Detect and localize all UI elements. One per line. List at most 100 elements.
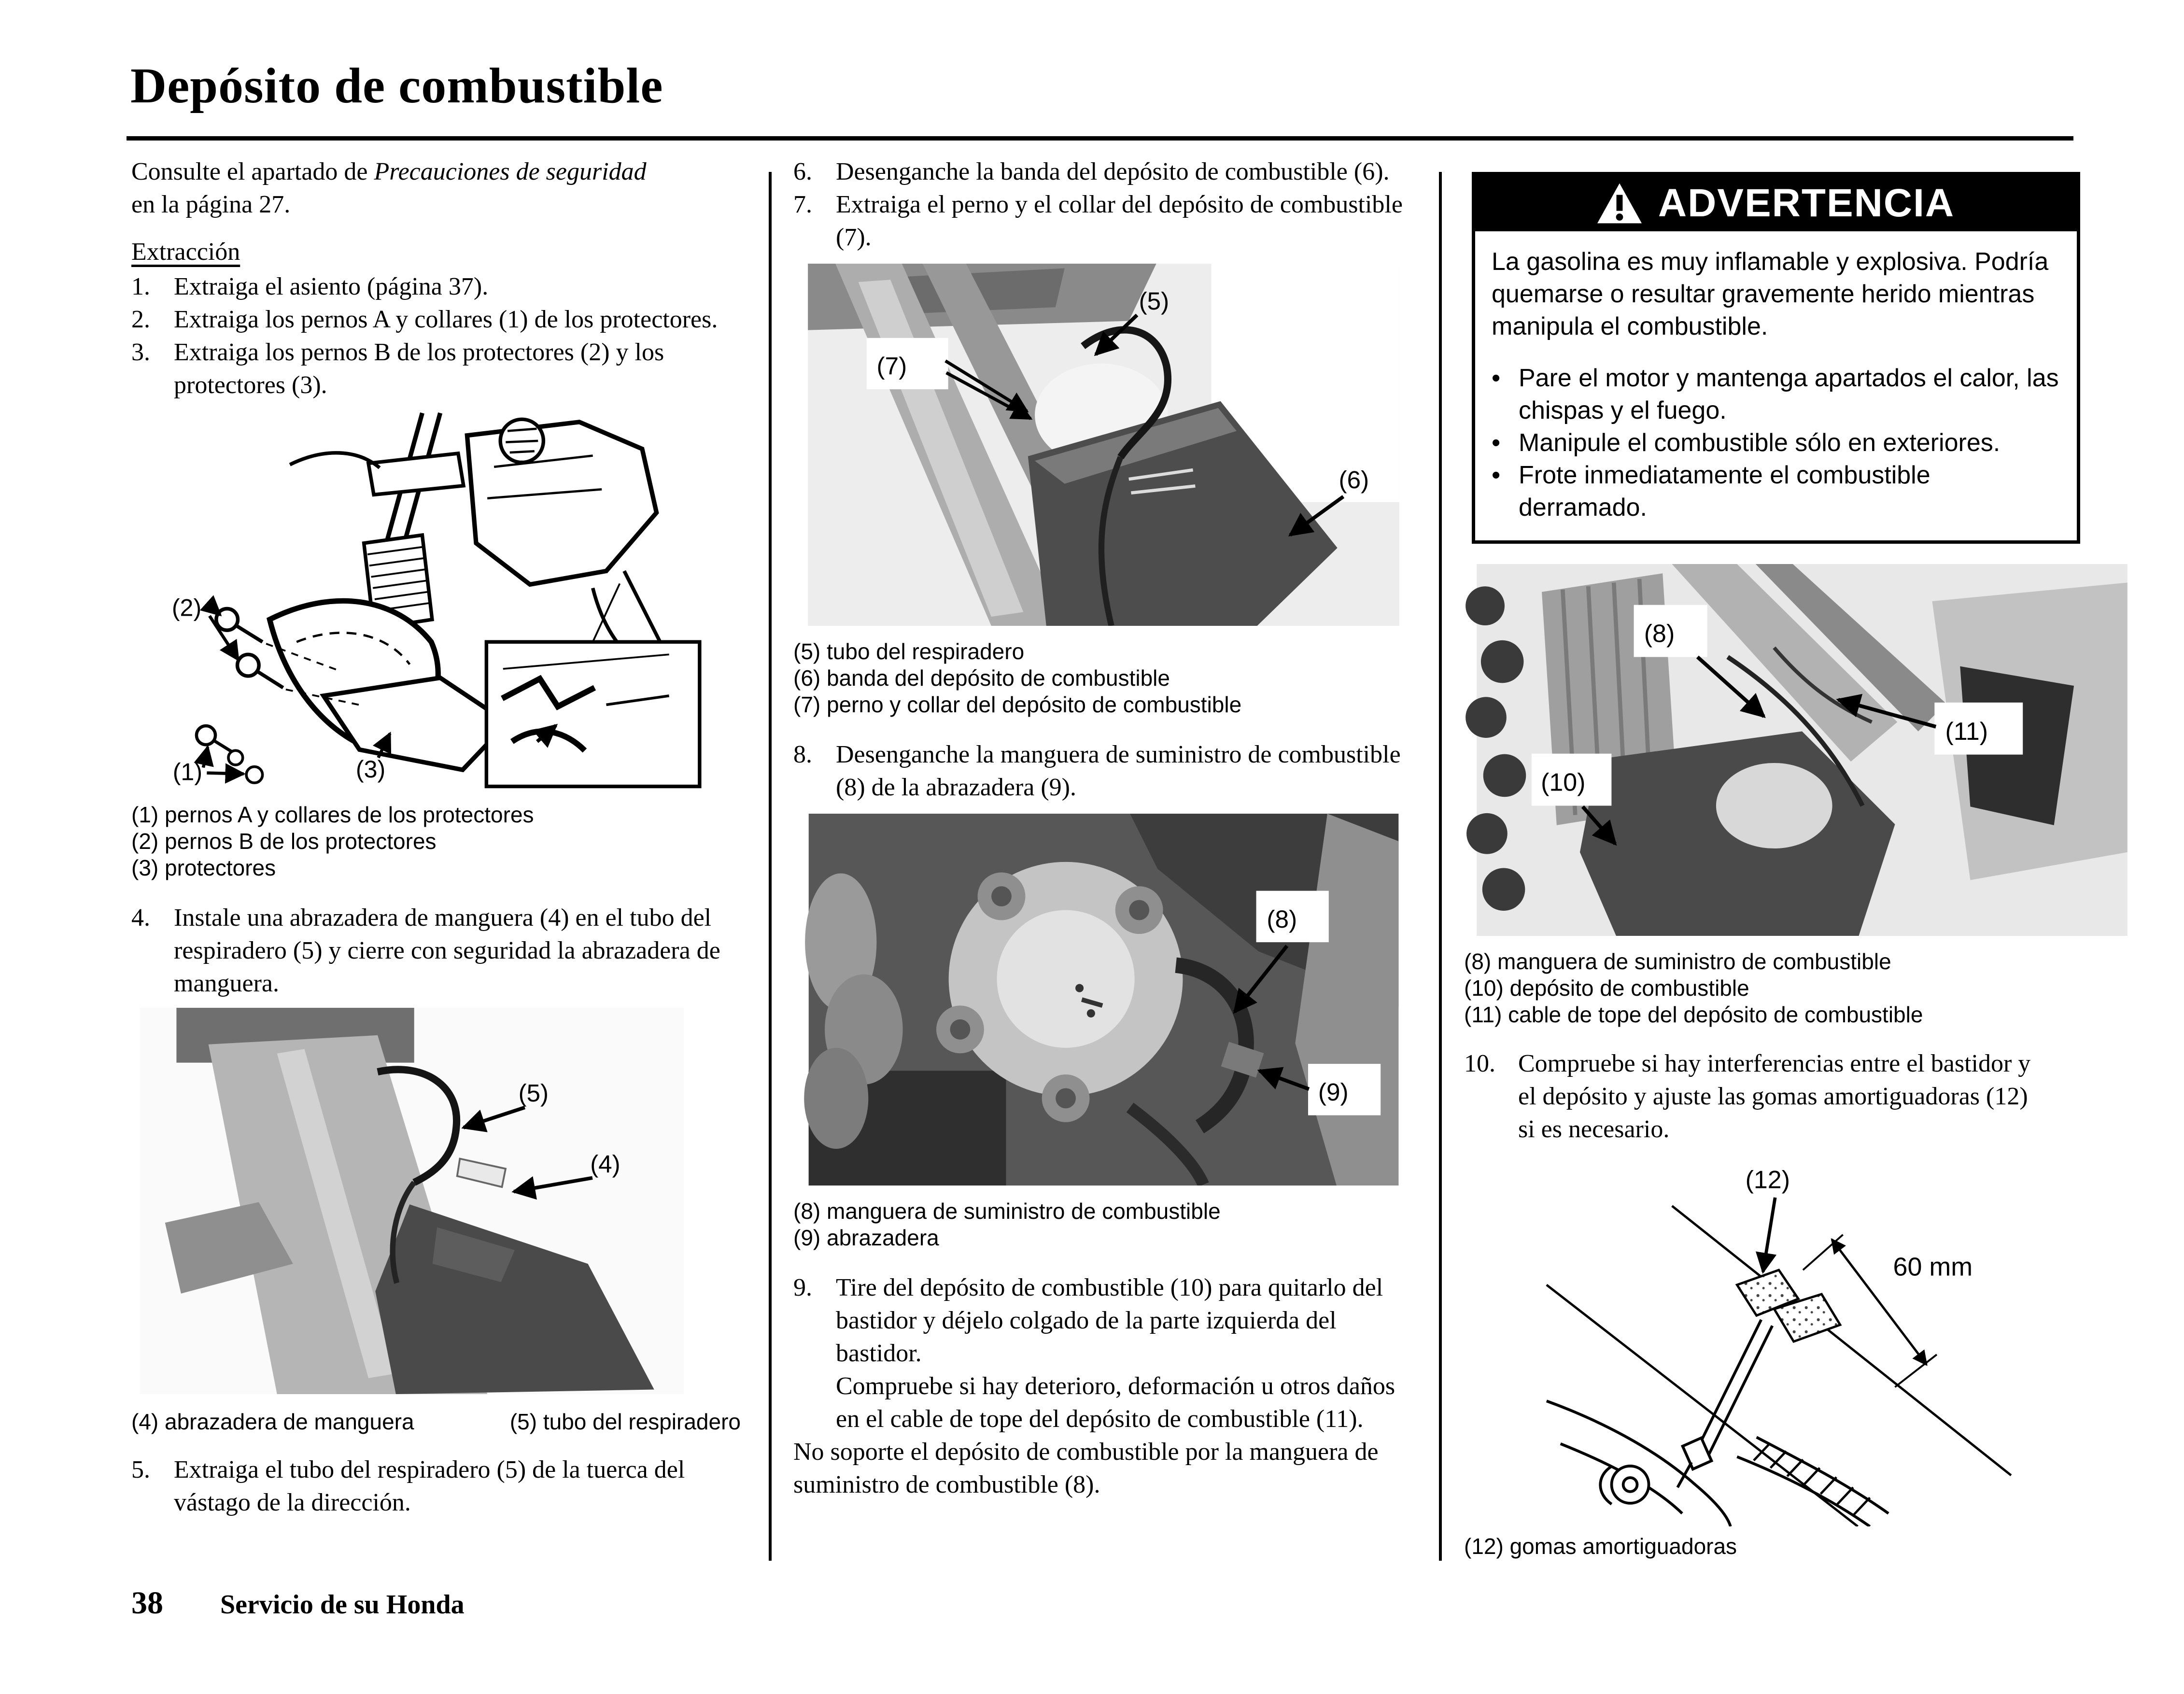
title-rule: [127, 136, 2073, 141]
column-divider-1: [769, 172, 772, 1561]
fig5-caption-11: (11) cable de tope del depósito de combu…: [1464, 1002, 1923, 1027]
breather-tube-photo: (5) (4): [140, 1008, 684, 1394]
fig5-callout-10: (10): [1541, 769, 1585, 797]
step-3-text: Extraiga los pernos B de los protectores…: [174, 339, 664, 399]
fig6-dimension-label: 60 mm: [1893, 1253, 1973, 1282]
fig1-callout-2: (2): [172, 594, 201, 621]
fig1-caption-1: (1) pernos A y collares de los protector…: [131, 802, 534, 827]
fig1-caption-2: (2) pernos B de los protectores: [131, 829, 437, 854]
step-5: 5. Extraiga el tubo del respiradero (5) …: [131, 1454, 754, 1519]
fig5-caption-10: (10) depósito de combustible: [1464, 975, 1749, 1001]
step-2-text: Extraiga los pernos A y collares (1) de …: [174, 306, 718, 333]
fig2-caption-4: (4) abrazadera de manguera: [131, 1409, 414, 1434]
note-no-support: No soporte el depósito de combustible po…: [793, 1438, 1379, 1498]
warning-bullet-3: • Frote inmediatamente el combustible de…: [1492, 459, 2060, 524]
steps-1-3: 1. Extraiga el asiento (página 37). 2. E…: [131, 270, 754, 402]
step-6-number: 6.: [793, 158, 812, 185]
fuel-pump-hose-photo: (8) (9): [804, 814, 1399, 1186]
step-10-number: 10.: [1464, 1050, 1495, 1077]
fig2-caption-5: (5) tubo del respiradero: [509, 1409, 741, 1434]
fig3-caption-7: (7) perno y collar del depósito de combu…: [793, 692, 1242, 717]
step-8-number: 8.: [793, 741, 812, 768]
step-8: 8. Desenganche la manguera de suministro…: [793, 738, 1414, 804]
fig4-callout-9: (9): [1318, 1078, 1349, 1106]
fig6-caption: (12) gomas amortiguadoras: [1464, 1534, 1737, 1559]
tank-removed-photo: (8) (11) (10): [1465, 564, 2128, 936]
fig3-caption-6: (6) banda del depósito de combustible: [793, 665, 1170, 691]
bullet-marker: •: [1492, 364, 1501, 392]
warning-bullet-2: • Manipule el combustible sólo en exteri…: [1492, 427, 2060, 459]
fig1-callout-1: (1): [173, 759, 202, 786]
intro-paragraph: Consulte el apartado de Precauciones de …: [131, 155, 754, 221]
rubber-cushion-diagram: (12) 60 mm: [1477, 1159, 2128, 1526]
page-footer: 38 Servicio de su Honda: [131, 1585, 465, 1622]
fig4-captions: (8) manguera de suministro de combustibl…: [793, 1198, 1414, 1251]
warning-body: La gasolina es muy inflamable y explosiv…: [1475, 231, 2077, 540]
step-7-text: Extraiga el perno y el collar del depósi…: [836, 191, 1403, 251]
warning-bullet-1-text: Pare el motor y mantenga apartados el ca…: [1519, 364, 2059, 424]
section-heading-extraccion: Extracción: [131, 238, 240, 266]
tank-band-photo: (5) (7) (6): [808, 264, 1399, 626]
step-7: 7. Extraiga el perno y el collar del dep…: [793, 188, 1414, 254]
fig3-callout-7: (7): [877, 353, 907, 380]
warning-triangle-icon: [1597, 183, 1642, 224]
step-6: 6. Desenganche la banda del depósito de …: [793, 155, 1414, 188]
protector-removal-diagram: (2) (1) (3): [153, 409, 723, 790]
fig2-callout-4: (4): [590, 1150, 620, 1178]
warning-box: ADVERTENCIA La gasolina es muy inflamabl…: [1472, 172, 2080, 544]
warning-bullet-2-text: Manipule el combustible sólo en exterior…: [1519, 429, 2001, 457]
step-3: 3. Extraiga los pernos B de los protecto…: [131, 336, 754, 402]
step-2: 2. Extraiga los pernos A y collares (1) …: [131, 303, 754, 336]
step-5-number: 5.: [131, 1456, 150, 1483]
step-1-text: Extraiga el asiento (página 37).: [174, 273, 489, 300]
step-10: 10. Compruebe si hay interferencias entr…: [1464, 1047, 2048, 1146]
step-1-number: 1.: [131, 273, 150, 300]
fig3-callout-5: (5): [1139, 287, 1169, 315]
fig4-callout-8: (8): [1267, 905, 1297, 933]
warning-intro: La gasolina es muy inflamable y explosiv…: [1492, 248, 2049, 340]
step-10-text: Compruebe si hay interferencias entre el…: [1518, 1050, 2031, 1143]
step-9-text-1: Tire del depósito de combustible (10) pa…: [836, 1274, 1383, 1367]
steps-6-7: 6. Desenganche la banda del depósito de …: [793, 155, 1414, 254]
bullet-marker: •: [1492, 461, 1501, 489]
warning-header: ADVERTENCIA: [1475, 175, 2077, 231]
column-divider-2: [1439, 172, 1442, 1561]
fig1-caption-3: (3) protectores: [131, 855, 276, 880]
column-left: Consulte el apartado de Precauciones de …: [131, 155, 754, 1519]
warning-title: ADVERTENCIA: [1658, 181, 1955, 225]
step-4: 4. Instale una abrazadera de manguera (4…: [131, 902, 754, 1000]
intro-pre: Consulte el apartado de: [131, 158, 374, 185]
fig3-caption-5: (5) tubo del respiradero: [793, 639, 1025, 664]
step-4-text: Instale una abrazadera de manguera (4) e…: [174, 904, 720, 997]
warning-bullet-3-text: Frote inmediatamente el combustible derr…: [1519, 461, 1930, 522]
intro-italic: Precauciones de seguridad: [374, 158, 647, 185]
step-9: 9. Tire del depósito de combustible (10)…: [793, 1271, 1414, 1436]
step-8-text: Desenganche la manguera de suministro de…: [836, 741, 1401, 801]
step-3-number: 3.: [131, 339, 150, 366]
fig2-callout-5: (5): [519, 1079, 549, 1107]
fig6-callout-12: (12): [1746, 1166, 1790, 1194]
fig1-captions: (1) pernos A y collares de los protector…: [131, 802, 754, 881]
step-9-number: 9.: [793, 1274, 812, 1301]
warning-bullet-1: • Pare el motor y mantenga apartados el …: [1492, 362, 2060, 427]
fig3-callout-6: (6): [1339, 466, 1369, 494]
step-4-number: 4.: [131, 904, 150, 932]
step-2-number: 2.: [131, 306, 150, 333]
fig3-captions: (5) tubo del respiradero (6) banda del d…: [793, 638, 1414, 718]
step-5-text: Extraiga el tubo del respiradero (5) de …: [174, 1456, 685, 1516]
step-1: 1. Extraiga el asiento (página 37).: [131, 270, 754, 303]
fig4-caption-9: (9) abrazadera: [793, 1225, 939, 1250]
fig2-captions: (4) abrazadera de manguera (5) tubo del …: [131, 1409, 741, 1435]
fig1-callout-3: (3): [356, 756, 385, 783]
fig4-caption-8: (8) manguera de suministro de combustibl…: [793, 1199, 1221, 1224]
intro-post: en la página 27.: [131, 191, 291, 218]
bullet-marker: •: [1492, 429, 1501, 457]
page-title: Depósito de combustible: [130, 58, 663, 113]
step-9-text-2: Compruebe si hay deterioro, deformación …: [836, 1372, 1395, 1433]
column-right: ADVERTENCIA La gasolina es muy inflamabl…: [1464, 172, 2140, 1560]
fig5-callout-8: (8): [1644, 620, 1675, 648]
fig5-captions: (8) manguera de suministro de combustibl…: [1464, 948, 2140, 1028]
footer-label: Servicio de su Honda: [220, 1590, 465, 1620]
step-7-number: 7.: [793, 191, 812, 218]
